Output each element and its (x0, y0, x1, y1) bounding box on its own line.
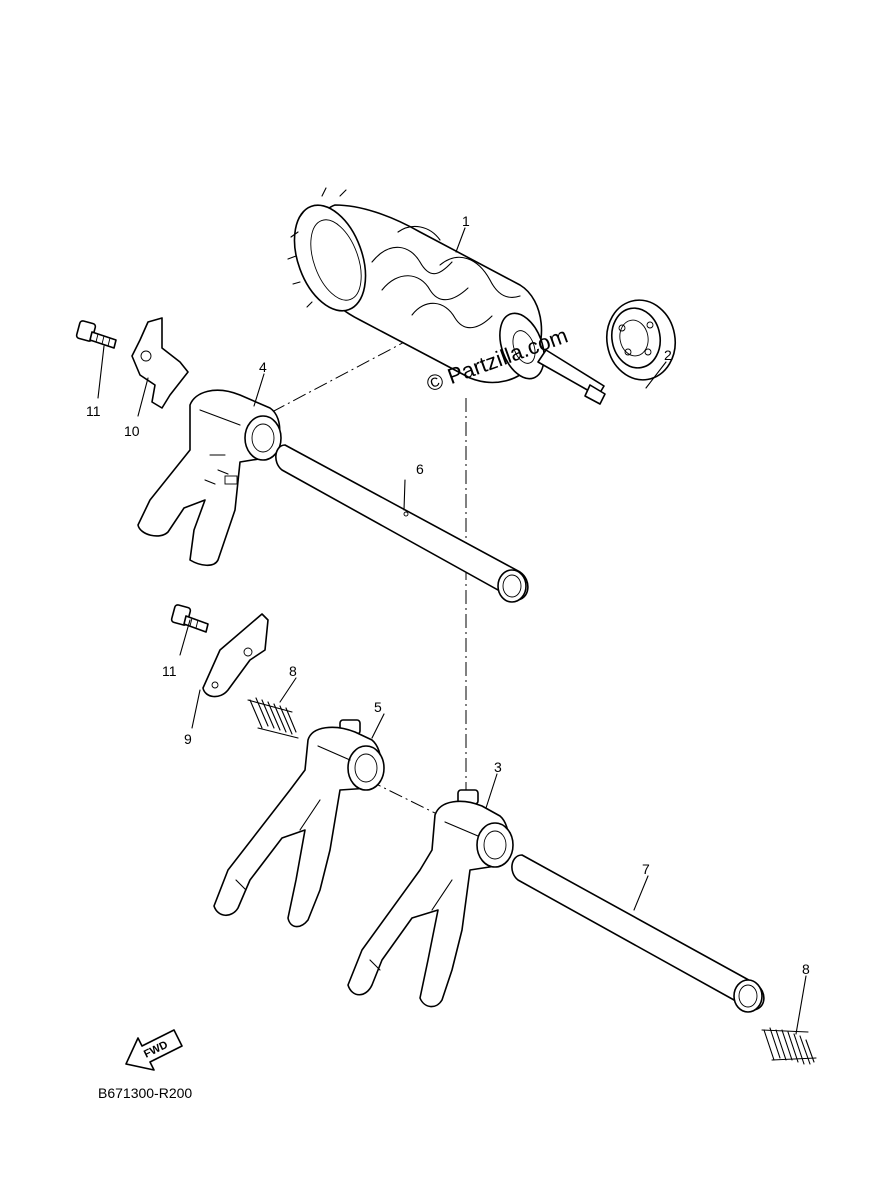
stopper-plate-part-10[interactable] (131, 317, 189, 409)
bolt-part-11-lower[interactable] (170, 604, 209, 633)
assembly-lines (271, 337, 467, 819)
callout-7: 7 (642, 861, 650, 877)
shift-fork-part-3[interactable] (347, 789, 514, 1008)
callout-4: 4 (259, 359, 267, 375)
fwd-arrow-icon: FWD (125, 1029, 183, 1071)
callout-8-left: 8 (289, 663, 297, 679)
callout-labels: 1 2 3 4 5 6 7 8 8 9 10 11 11 (86, 213, 810, 977)
spring-part-8-right[interactable] (761, 1027, 817, 1065)
callout-3: 3 (494, 759, 502, 775)
callout-11-lower: 11 (162, 663, 177, 679)
drawing-code: B671300-R200 (98, 1085, 192, 1101)
shift-drum-part-1[interactable] (281, 187, 606, 405)
callout-6: 6 (416, 461, 424, 477)
spring-part-8-left[interactable] (247, 697, 299, 739)
leader-lines (97, 227, 807, 1035)
bearing-part-2[interactable] (601, 295, 682, 386)
stopper-plate-part-9[interactable] (202, 613, 269, 698)
callout-5: 5 (374, 699, 382, 715)
callout-2: 2 (664, 347, 672, 363)
fork-shaft-part-7[interactable] (511, 854, 765, 1013)
callout-1: 1 (462, 213, 470, 229)
callout-10: 10 (124, 423, 140, 439)
bolt-part-11-upper[interactable] (75, 320, 117, 349)
callout-11-upper: 11 (86, 403, 101, 419)
shift-fork-part-4[interactable] (137, 389, 282, 567)
callout-9: 9 (184, 731, 192, 747)
callout-8-right: 8 (802, 961, 810, 977)
fork-shaft-part-6[interactable] (275, 444, 529, 603)
shift-fork-part-5[interactable] (213, 719, 385, 928)
